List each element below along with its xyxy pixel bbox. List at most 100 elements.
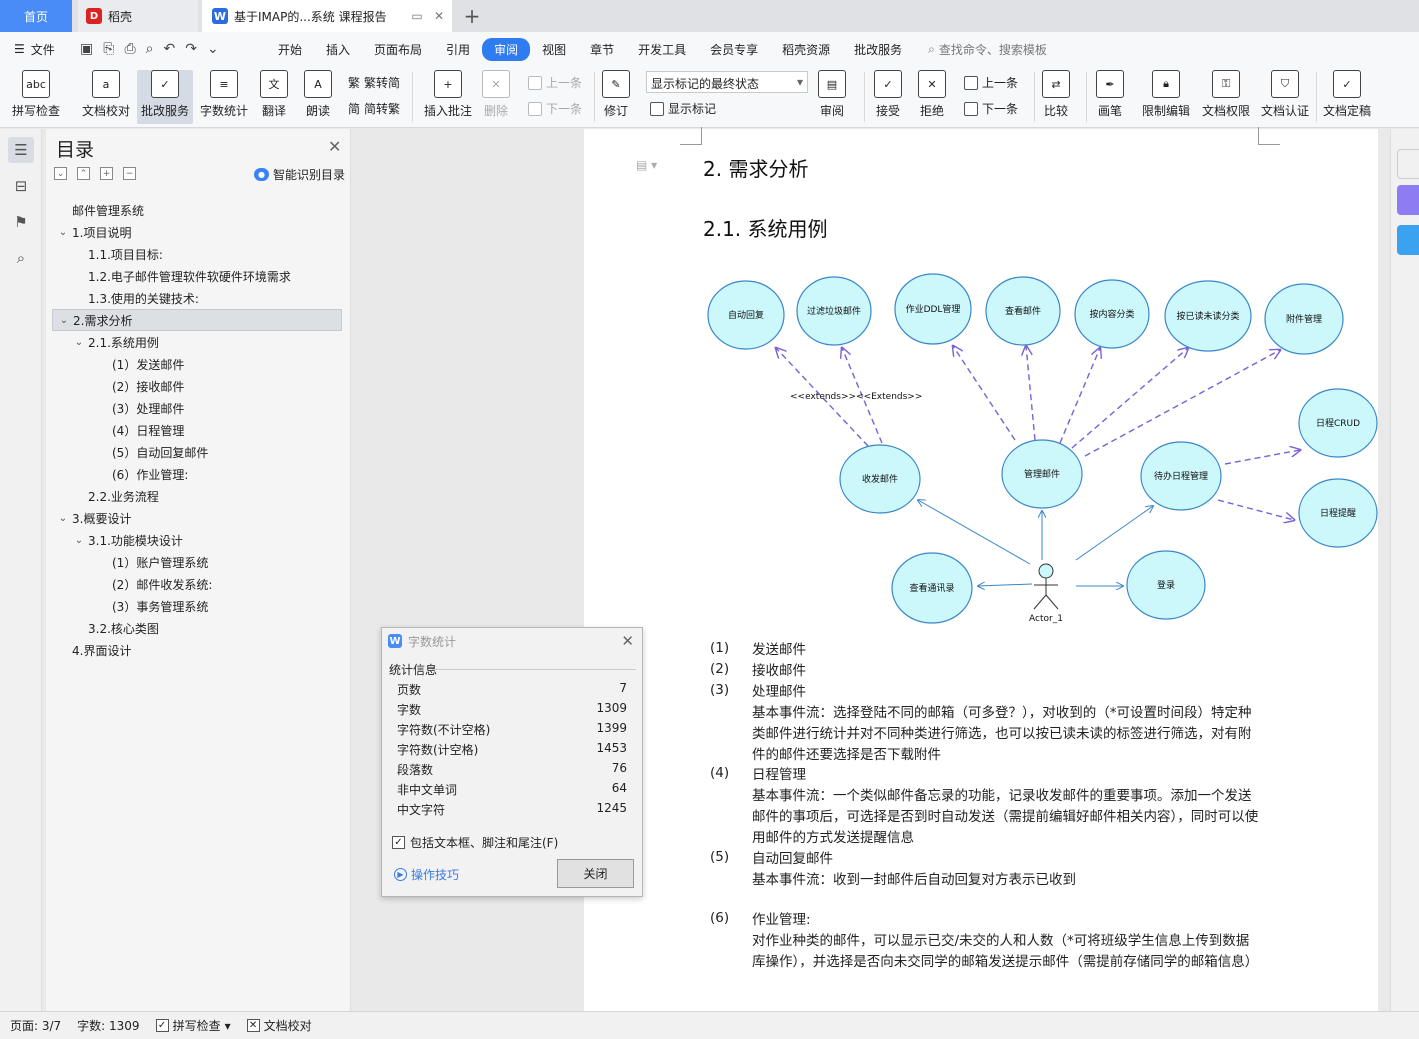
ai-writing-icon[interactable]: [1397, 185, 1419, 215]
menu-item-5[interactable]: 视图: [542, 42, 567, 57]
print-icon[interactable]: ⎙: [124, 41, 136, 57]
next-comment-button[interactable]: 下一条: [528, 100, 582, 117]
toc-item[interactable]: (3）事务管理系统: [52, 595, 342, 617]
menu-item-1[interactable]: 插入: [326, 42, 351, 57]
toc-item[interactable]: (2）邮件收发系统:: [52, 573, 342, 595]
toc-item[interactable]: ⌄2.需求分析: [52, 309, 342, 331]
toc-item[interactable]: ⌄2.1.系统用例: [52, 331, 342, 353]
preview-icon[interactable]: ⌕: [145, 41, 154, 57]
restrict-edit-button[interactable]: 🔒︎限制编辑: [1142, 70, 1190, 119]
word-count-indicator[interactable]: 字数: 1309: [77, 1017, 139, 1034]
menu-item-10[interactable]: 批改服务: [854, 42, 903, 57]
remove-heading-icon[interactable]: −: [123, 167, 136, 180]
menu-item-7[interactable]: 开发工具: [638, 42, 687, 57]
add-heading-icon[interactable]: +: [100, 167, 113, 180]
doc-rights-button[interactable]: ⚿文档权限: [1202, 70, 1250, 119]
next-change-button[interactable]: 下一条: [964, 100, 1018, 117]
menu-item-3[interactable]: 引用: [446, 42, 471, 57]
translate-button[interactable]: 文翻译: [260, 70, 288, 119]
toc-item[interactable]: (5）自动回复邮件: [52, 441, 342, 463]
markup-state-select[interactable]: 显示标记的最终状态: [646, 71, 808, 93]
show-markup-button[interactable]: 显示标记: [650, 100, 716, 117]
toc-item[interactable]: (6）作业管理:: [52, 463, 342, 485]
word-count-button[interactable]: ≡字数统计: [200, 70, 248, 119]
finalize-button[interactable]: ✓文档定稿: [1323, 70, 1371, 119]
collapse-up-icon[interactable]: [1397, 149, 1419, 179]
new-tab-button[interactable]: +: [463, 4, 481, 28]
chevron-down-icon[interactable]: ⌄: [58, 226, 68, 238]
toc-panel-icon[interactable]: ☰: [8, 137, 34, 163]
menu-item-6[interactable]: 章节: [590, 42, 615, 57]
review-pane-button[interactable]: ▤审阅: [818, 70, 846, 119]
correction-service-button[interactable]: ✓批改服务: [137, 70, 194, 124]
toc-item[interactable]: 3.2.核心类图: [52, 617, 342, 639]
tab-daoke[interactable]: D 稻壳: [78, 0, 198, 32]
trad-to-simp-button[interactable]: 繁繁转简: [348, 74, 400, 91]
chevron-down-icon[interactable]: ⌄: [58, 512, 68, 524]
include-textbox-checkbox[interactable]: ✓ 包括文本框、脚注和尾注(F): [392, 834, 558, 851]
translate-panel-icon[interactable]: [1397, 225, 1419, 255]
toc-item[interactable]: (4）日程管理: [52, 419, 342, 441]
track-changes-button[interactable]: ✎修订: [602, 70, 630, 119]
expand-up-icon[interactable]: ⌃: [77, 167, 90, 180]
toc-item[interactable]: ⌄3.概要设计: [52, 507, 342, 529]
export-icon[interactable]: ⎘: [103, 41, 115, 57]
doc-cert-button[interactable]: ⛉文档认证: [1261, 70, 1309, 119]
delete-comment-button[interactable]: ✕删除: [482, 70, 510, 119]
toc-item[interactable]: 1.3.使用的关键技术:: [52, 287, 342, 309]
toc-item[interactable]: 4.界面设计: [52, 639, 342, 661]
command-search[interactable]: ⌕ 查找命令、搜索模板: [928, 41, 1047, 58]
toc-item[interactable]: (1）发送邮件: [52, 353, 342, 375]
bookmark-icon[interactable]: ⚑: [14, 213, 28, 231]
paragraph-options-icon[interactable]: ▤ ▾: [636, 158, 658, 172]
insert-comment-button[interactable]: +插入批注: [424, 70, 472, 119]
menu-item-9[interactable]: 稻壳资源: [782, 42, 831, 57]
accept-button[interactable]: ✓接受: [874, 70, 902, 119]
toc-item[interactable]: 2.2.业务流程: [52, 485, 342, 507]
toc-item[interactable]: (2）接收邮件: [52, 375, 342, 397]
toc-item[interactable]: 1.1.项目目标:: [52, 243, 342, 265]
status-proofread[interactable]: ✕文档校对: [246, 1017, 312, 1034]
float-window-icon[interactable]: ▭: [411, 9, 423, 23]
tips-link[interactable]: ▶ 操作技巧: [394, 866, 459, 883]
simp-to-trad-button[interactable]: 简简转繁: [348, 100, 400, 117]
toc-item[interactable]: 1.2.电子邮件管理软件软硬件环境需求: [52, 265, 342, 287]
chevron-down-icon[interactable]: ⌄: [59, 314, 69, 326]
close-button[interactable]: 关闭: [557, 859, 634, 888]
chevron-down-icon[interactable]: ⌄: [74, 534, 84, 546]
close-icon[interactable]: ✕: [328, 137, 342, 156]
toc-item[interactable]: 邮件管理系统: [52, 199, 342, 221]
toc-item[interactable]: ⌄1.项目说明: [52, 221, 342, 243]
chevron-down-icon[interactable]: ⌄: [74, 336, 84, 348]
prev-comment-button[interactable]: 上一条: [528, 74, 582, 91]
toc-item[interactable]: (1）账户管理系统: [52, 551, 342, 573]
menu-item-0[interactable]: 开始: [278, 42, 303, 57]
redo-icon[interactable]: ↷: [185, 41, 197, 57]
menu-item-8[interactable]: 会员专享: [710, 42, 759, 57]
smart-toc-button[interactable]: ● 智能识别目录: [254, 166, 345, 183]
menu-item-2[interactable]: 页面布局: [374, 42, 423, 57]
save-icon[interactable]: ▣: [80, 41, 94, 57]
undo-icon[interactable]: ↶: [163, 41, 176, 57]
page-indicator[interactable]: 页面: 3/7: [10, 1017, 61, 1034]
tab-document[interactable]: W 基于IMAP的...系统 课程报告 ▭ ✕: [202, 0, 452, 32]
menu-item-4[interactable]: 审阅: [482, 37, 531, 61]
prev-change-button[interactable]: 上一条: [964, 74, 1018, 91]
pen-button[interactable]: ✒画笔: [1096, 70, 1124, 119]
file-menu[interactable]: ☰ 文件: [0, 41, 70, 58]
compare-button[interactable]: ⇄比较: [1042, 70, 1070, 119]
status-spell-check[interactable]: ✓拼写检查▾: [155, 1017, 231, 1034]
chapter-icon[interactable]: ⊟: [14, 177, 28, 195]
close-icon[interactable]: ✕: [621, 632, 634, 650]
tab-home[interactable]: 首页: [0, 0, 72, 32]
search-icon[interactable]: ⌕: [16, 249, 26, 267]
toc-item[interactable]: (3）处理邮件: [52, 397, 342, 419]
collapse-all-icon[interactable]: ⌄: [54, 167, 67, 180]
close-tab-icon[interactable]: ✕: [433, 9, 445, 23]
chevron-down-icon[interactable]: ⌄: [206, 41, 219, 57]
reject-button[interactable]: ✕拒绝: [918, 70, 946, 119]
toc-item[interactable]: ⌄3.1.功能模块设计: [52, 529, 342, 551]
document-page[interactable]: [584, 129, 1378, 1011]
